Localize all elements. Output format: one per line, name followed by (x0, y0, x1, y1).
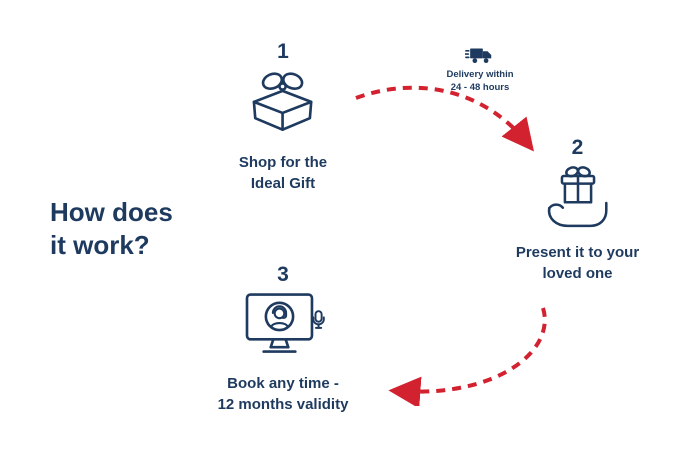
delivery-text-line2: 24 - 48 hours (450, 81, 510, 93)
step-3-label-line1: Book any time - (227, 375, 339, 392)
hand-gift-icon (540, 164, 616, 232)
step-3-label: Book any time - 12 months validity (218, 373, 349, 415)
step-1-label-line2: Ideal Gift (250, 175, 316, 192)
page-title-line1: How does (50, 197, 173, 227)
page-title-line2: it work? (50, 229, 150, 260)
delivery-text: Delivery within 24 - 48 hours (446, 69, 513, 95)
arrow-step1-to-step2-icon (348, 76, 543, 171)
step-3-number: 3 (277, 263, 289, 286)
step-2-label-line2: loved one (542, 265, 613, 282)
step-1-label-line1: Shop for the (238, 154, 328, 171)
page-title: How does it work? (50, 196, 173, 261)
step-shop-for-gift: 1 Shop for the Ideal Gift (213, 40, 353, 194)
step-1-label: Shop for the Ideal Gift (239, 152, 327, 194)
step-book-any-time: 3 Boo (203, 263, 363, 415)
delivery-badge: Delivery within 24 - 48 hours (428, 45, 532, 95)
step-1-number: 1 (277, 40, 289, 63)
step-2-label: Present it to your loved one (516, 242, 639, 284)
step-2-label-line1: Present it to your (515, 244, 640, 261)
step-3-label-line2: 12 months validity (217, 396, 349, 413)
step-2-number: 2 (571, 136, 584, 159)
support-monitor-icon (239, 291, 327, 363)
arrow-step2-to-step3-icon (386, 298, 556, 411)
gift-box-icon (243, 68, 323, 142)
delivery-text-line1: Delivery within (446, 69, 514, 80)
step-present-gift: 2 Present it to your loved one (505, 136, 650, 284)
delivery-truck-icon (465, 45, 495, 66)
